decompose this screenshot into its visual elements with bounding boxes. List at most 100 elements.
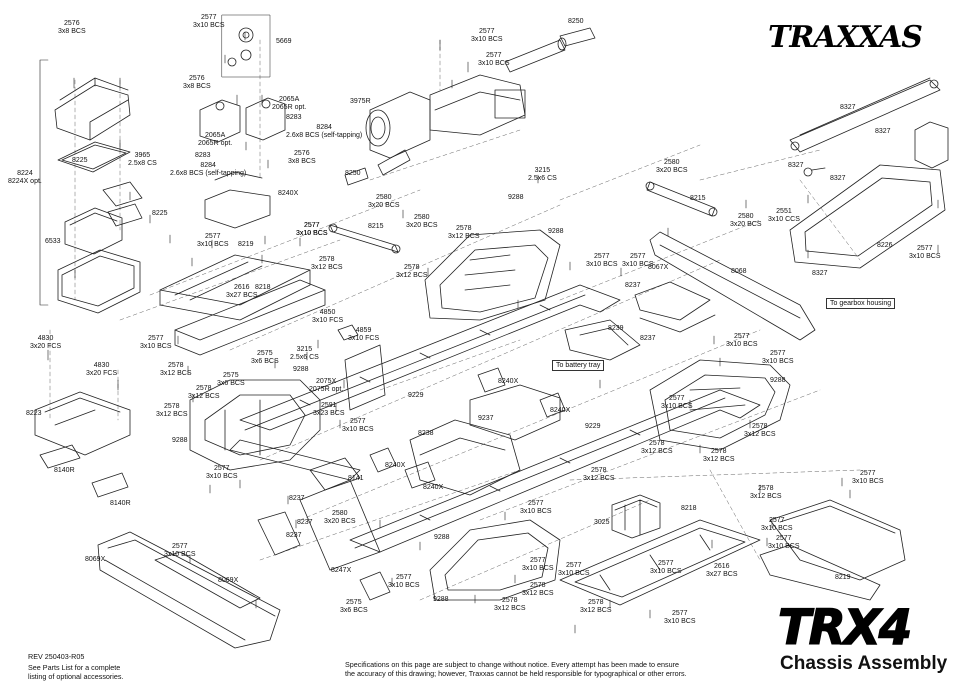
part-number: 3215 [534, 167, 551, 174]
part-spec: 3x27 BCS [706, 570, 738, 578]
page-title: Chassis Assembly [780, 653, 948, 674]
part-number: 8240X [498, 378, 519, 385]
part-callout: 8218 [681, 505, 697, 513]
driveshaft-rear [344, 149, 411, 186]
part-callout: 9237 [478, 415, 494, 423]
part-spec: 2.5x6 CS [528, 174, 557, 182]
part-spec: 3x6 BCS [251, 357, 279, 365]
rear-body-mount [649, 359, 791, 451]
part-spec: 3x10 BCS [197, 240, 229, 248]
front-shock-tower [189, 379, 321, 471]
part-spec: 3x10 BCS [586, 260, 618, 268]
part-number: 8239 [608, 325, 624, 332]
part-spec: 3x12 BCS [188, 392, 220, 400]
servo-left [199, 99, 241, 143]
part-callout: 8250 [345, 170, 361, 178]
part-spec: 3x12 BCS [641, 447, 673, 455]
part-spec: 3x10 BCS [762, 357, 794, 365]
part-number: 4850 [319, 309, 336, 316]
part-number: 4830 [37, 335, 54, 342]
part-callout: 8226 [877, 242, 893, 250]
part-number: 9288 [293, 366, 309, 373]
traxxas-logo: TRAXXAS [768, 20, 923, 55]
part-spec: 3x10 BCS [761, 524, 793, 532]
part-number: 9288 [770, 377, 786, 384]
part-callout: 9288 [770, 377, 786, 385]
part-number: 8240X [423, 484, 444, 491]
part-number: 2575 [223, 372, 239, 379]
part-spec: 3x10 BCS [522, 564, 554, 572]
part-number: 2065A [205, 132, 226, 139]
part-number: 2580 [737, 213, 754, 220]
part-number: 2577 [303, 222, 320, 229]
part-callout: 8215 [690, 195, 706, 203]
part-number: 9288 [548, 228, 564, 235]
rear-bumper-long [649, 231, 816, 341]
part-number: 2577 [478, 28, 495, 35]
part-number: 2577 [733, 333, 750, 340]
part-spec: 3x20 BCS [368, 201, 400, 209]
part-callout: 9288 [172, 437, 188, 445]
front-bumper-mount [39, 444, 129, 498]
parts-note: See Parts List for a complete listing of… [28, 663, 123, 681]
part-callout: 9288 [293, 366, 309, 374]
disclaimer: Specifications on this page are subject … [345, 660, 687, 678]
part-number: 2577 [657, 560, 674, 567]
part-number: 8225 [152, 210, 168, 217]
part-callout: 8140R [54, 467, 75, 475]
part-spec: 3x8 BCS [183, 82, 211, 90]
part-callout: 8069X [85, 556, 105, 564]
receiver-box-seal [57, 141, 131, 173]
part-number: 8225 [72, 157, 88, 164]
part-number: 8140R [54, 467, 75, 474]
part-spec: 3x20 FCS [30, 342, 62, 350]
rear-link-right [645, 181, 718, 217]
part-callout: 8237 [625, 282, 641, 290]
part-spec: 3x10 FCS [348, 334, 380, 342]
part-spec: 3x8 BCS [288, 157, 316, 165]
part-spec: 3x12 BCS [494, 604, 526, 612]
part-spec: 3x20 BCS [324, 517, 356, 525]
part-spec: 3x10 BCS [342, 425, 374, 433]
assembly-guide-lines [49, 39, 861, 601]
part-callout: 8283 [286, 114, 302, 122]
part-spec: 3x20 BCS [406, 221, 438, 229]
transmission [429, 74, 526, 136]
part-callout: 8237 [289, 495, 305, 503]
part-number: 2577 [147, 335, 164, 342]
part-number: 8218 [255, 284, 271, 291]
part-spec: 3x10 BCS [388, 581, 420, 589]
part-number: 2578 [587, 599, 604, 606]
front-bumper [97, 531, 281, 649]
part-number: 2578 [590, 467, 607, 474]
part-number: 2578 [501, 597, 518, 604]
part-number: 8140R [110, 500, 131, 507]
part-spec: 3x12 BCS [583, 474, 615, 482]
part-number: 8250 [345, 170, 361, 177]
part-callout: 8067X [648, 264, 668, 272]
part-callout: 8219 [835, 574, 851, 582]
part-number: 2551 [776, 208, 792, 215]
part-number: 2577 [485, 52, 502, 59]
part-number: 9229 [408, 392, 424, 399]
part-spec: 2.5x6 CS [290, 353, 319, 361]
receiver-box-cover [54, 77, 131, 141]
part-number: 8219 [835, 574, 851, 581]
part-spec: 2.6x8 BCS (self-tapping) [170, 169, 247, 177]
part-spec: 2065R opt. [198, 139, 233, 147]
part-spec: 2075R opt. [309, 385, 344, 393]
part-callout: 8238 [418, 430, 434, 438]
